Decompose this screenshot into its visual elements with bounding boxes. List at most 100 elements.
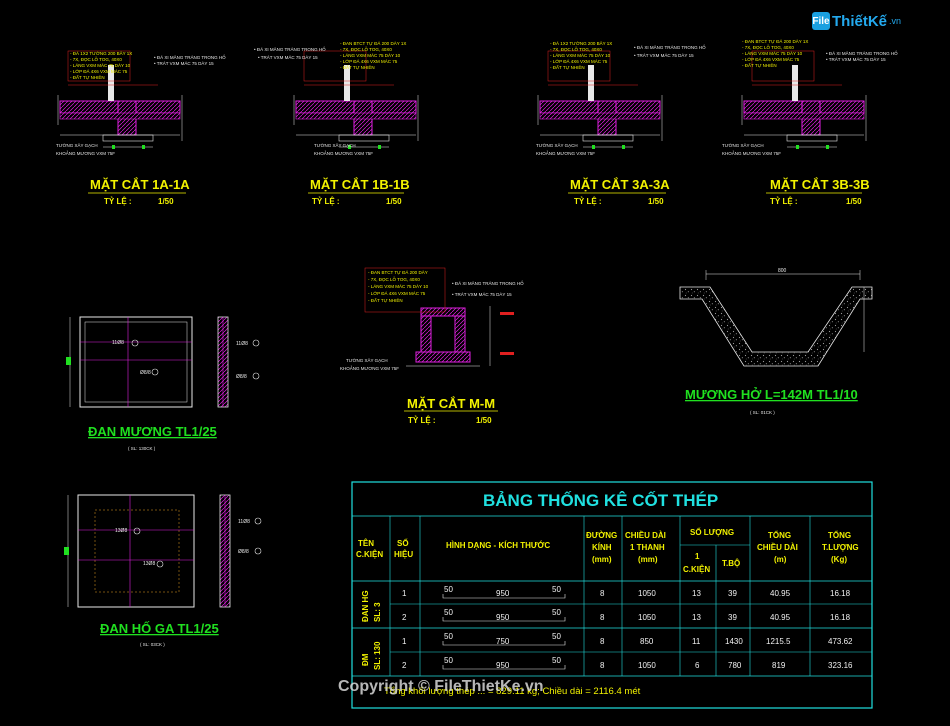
svg-text:Ø8/8: Ø8/8 — [238, 549, 249, 555]
svg-text:11Ø8: 11Ø8 — [238, 519, 250, 525]
cell-chieu-dai: 1050 — [638, 613, 656, 622]
header-tong-cd-1: TỔNG — [768, 531, 791, 540]
cell-tong-tl: 16.18 — [830, 589, 851, 598]
svg-text:• TRÁT VXM MÁC 75 DÀY 15: • TRÁT VXM MÁC 75 DÀY 15 — [154, 60, 214, 66]
svg-text:Ø8/8: Ø8/8 — [140, 370, 151, 376]
header-so-luong: SỐ LƯỢNG — [690, 527, 734, 537]
svg-text:TƯỜNG XÂY GẠCH: TƯỜNG XÂY GẠCH — [346, 357, 388, 363]
cell-sl-tbo: 39 — [728, 613, 737, 622]
svg-text:- ĐÁ 1X2 TƯỜNG 200 BÃY 1X: - ĐÁ 1X2 TƯỜNG 200 BÃY 1X — [70, 50, 132, 56]
section-title-3b: MẶT CẮT 3B-3B — [770, 177, 870, 192]
svg-text:11Ø8: 11Ø8 — [236, 341, 248, 347]
cell-tong-cd: 40.95 — [770, 589, 791, 598]
cell-tong-tl: 473.62 — [828, 637, 853, 646]
svg-text:- ĐAN BTCT TỰ ĐÁ 200 DÀY: - ĐAN BTCT TỰ ĐÁ 200 DÀY — [368, 269, 428, 275]
header-hieu: HIỆU — [394, 550, 413, 559]
cell-shape-b: 950 — [496, 661, 510, 670]
cell-shape-c: 50 — [552, 632, 561, 641]
cell-chieu-dai: 1050 — [638, 589, 656, 598]
svg-text:- LÁNG VXM MÁC 75 DÀY 10: - LÁNG VXM MÁC 75 DÀY 10 — [742, 50, 803, 56]
cell-sl-tbo: 39 — [728, 589, 737, 598]
header-sl-1ck-2: C.KIỆN — [683, 565, 710, 574]
steel-schedule-table: BẢNG THỐNG KÊ CỐT THÉP TÊN C.KIỆN SỐ HIỆ… — [351, 481, 873, 709]
cell-tong-tl: 16.18 — [830, 613, 851, 622]
header-sl-1ck-1: 1 — [695, 552, 700, 561]
svg-text:- ĐẤT TỰ NHIÊN: - ĐẤT TỰ NHIÊN — [550, 63, 585, 70]
section-title-3a: MẶT CẮT 3A-3A — [570, 177, 670, 192]
header-chieu-dai-3: (mm) — [638, 555, 658, 564]
slab-dan-ho-ga-title: ĐAN HỐ GA TL1/25 — [100, 621, 219, 636]
cell-sl-1ck: 11 — [692, 637, 701, 646]
cell-sl-1ck: 13 — [692, 589, 701, 598]
open-channel-qty: ( SL: 01CK ) — [750, 410, 775, 415]
svg-text:13Ø8: 13Ø8 — [143, 561, 155, 567]
section-scale-label-1b: TỶ LỆ : — [312, 197, 340, 206]
svg-text:Ø8/8: Ø8/8 — [236, 374, 247, 380]
header-chieu-dai-2: 1 THANH — [630, 543, 665, 552]
cell-shape-b: 950 — [496, 589, 510, 598]
cell-shape-b: 750 — [496, 637, 510, 646]
header-duong-kinh-1: ĐƯỜNG — [586, 531, 617, 540]
cell-shape-a: 50 — [444, 632, 453, 641]
site-logo[interactable]: File ThiếtKế .vn — [812, 12, 901, 30]
section-scale-label-mm: TỶ LỆ : — [408, 416, 436, 425]
section-mm: - ĐAN BTCT TỰ ĐÁ 200 DÀY - 7X, ĐỌC LỖ TO… — [340, 267, 524, 371]
cell-shape-b: 950 — [496, 613, 510, 622]
slab-dan-muong-plan: 11Ø8 Ø8/8 11Ø8 Ø8/8 — [66, 316, 260, 408]
svg-text:- LỚP ĐÁ 4X6 VXM MÁC 75: - LỚP ĐÁ 4X6 VXM MÁC 75 — [550, 58, 608, 64]
svg-text:• TRÁT VXM MÁC 75 DÀY 15: • TRÁT VXM MÁC 75 DÀY 15 — [452, 291, 512, 297]
group-count-1: SL: 130 — [373, 641, 382, 670]
logo-domain: .vn — [889, 16, 902, 26]
svg-text:- LỚP ĐÁ 4X6 VXM MÁC 75: - LỚP ĐÁ 4X6 VXM MÁC 75 — [70, 68, 128, 74]
cell-tong-cd: 1215.5 — [766, 637, 791, 646]
section-scale-label-3b: TỶ LỆ : — [770, 197, 798, 206]
svg-text:• ĐÁ XI MĂNG TRÁNG TRONG HỐ: • ĐÁ XI MĂNG TRÁNG TRONG HỐ — [254, 46, 326, 52]
header-so: SỐ — [397, 538, 409, 548]
header-sl-tbo: T.BỘ — [722, 559, 740, 568]
section-scale-value-1b: 1/50 — [386, 197, 402, 206]
cell-tong-cd: 819 — [772, 661, 786, 670]
table-row: 1 50 750 50 8 850 11 1430 1215.5 473.62 — [402, 632, 853, 646]
cell-tong-cd: 40.95 — [770, 613, 791, 622]
header-hinh-dang: HÌNH DẠNG - KÍCH THƯỚC — [446, 541, 550, 550]
cell-so: 2 — [402, 661, 407, 670]
section-scale-label-3a: TỶ LỆ : — [574, 197, 602, 206]
svg-text:- ĐẤT TỰ NHIÊN: - ĐẤT TỰ NHIÊN — [70, 73, 105, 80]
cell-duong-kinh: 8 — [600, 613, 605, 622]
svg-text:KHOẢNG MƯƠNG VXM 75F: KHOẢNG MƯƠNG VXM 75F — [340, 365, 399, 371]
group-count-0: SL: 3 — [373, 602, 382, 622]
svg-text:- ĐAN BTCT TỰ ĐÁ 200 DÀY 1X: - ĐAN BTCT TỰ ĐÁ 200 DÀY 1X — [742, 38, 808, 44]
section-title-1a: MẶT CẮT 1A-1A — [90, 177, 190, 192]
section-3b: - ĐAN BTCT TỰ ĐÁ 200 DÀY 1X - 7X, ĐỌC LỖ… — [722, 38, 898, 156]
header-chieu-dai-1: CHIỀU DÀI — [625, 530, 666, 540]
group-name-1: ĐM — [361, 653, 370, 666]
svg-text:- LÁNG VXM MÁC 75 DÀY 10: - LÁNG VXM MÁC 75 DÀY 10 — [550, 52, 611, 58]
svg-text:TƯỜNG XÂY GẠCH: TƯỜNG XÂY GẠCH — [722, 142, 764, 148]
cell-duong-kinh: 8 — [600, 589, 605, 598]
header-tong-tl-2: T.LƯỢNG — [822, 543, 859, 552]
table-footer: Tổng khối lượng thép ... = 829.11 kg; Ch… — [384, 686, 641, 697]
svg-text:KHOẢNG MƯƠNG VXM 75F: KHOẢNG MƯƠNG VXM 75F — [722, 150, 781, 156]
cell-chieu-dai: 1050 — [638, 661, 656, 670]
cell-sl-1ck: 13 — [692, 613, 701, 622]
cell-shape-a: 50 — [444, 608, 453, 617]
svg-text:TƯỜNG XÂY GẠCH: TƯỜNG XÂY GẠCH — [56, 142, 98, 148]
cell-duong-kinh: 8 — [600, 661, 605, 670]
header-tong-cd-3: (m) — [774, 555, 787, 564]
section-scale-value-1a: 1/50 — [158, 197, 174, 206]
slab-dan-ho-ga-plan: 13Ø8 13Ø8 11Ø8 Ø8/8 — [64, 494, 262, 608]
cell-sl-tbo: 780 — [728, 661, 742, 670]
section-scale-value-3b: 1/50 — [846, 197, 862, 206]
table-row: 2 50 950 50 8 1050 13 39 40.95 16.18 — [402, 608, 851, 622]
header-duong-kinh-3: (mm) — [592, 555, 612, 564]
header-tong-tl-1: TỔNG — [828, 531, 851, 540]
header-ckien: C.KIỆN — [356, 550, 383, 559]
svg-text:13Ø8: 13Ø8 — [115, 528, 127, 534]
svg-text:- ĐÁ 1X2 TƯỜNG 200 BÃY 1X: - ĐÁ 1X2 TƯỜNG 200 BÃY 1X — [550, 40, 612, 46]
svg-text:TƯỜNG XÂY GẠCH: TƯỜNG XÂY GẠCH — [536, 142, 578, 148]
cell-shape-c: 50 — [552, 656, 561, 665]
cell-sl-1ck: 6 — [695, 661, 700, 670]
svg-text:KHOẢNG MƯƠNG VXM 75F: KHOẢNG MƯƠNG VXM 75F — [314, 150, 373, 156]
cell-so: 1 — [402, 589, 407, 598]
